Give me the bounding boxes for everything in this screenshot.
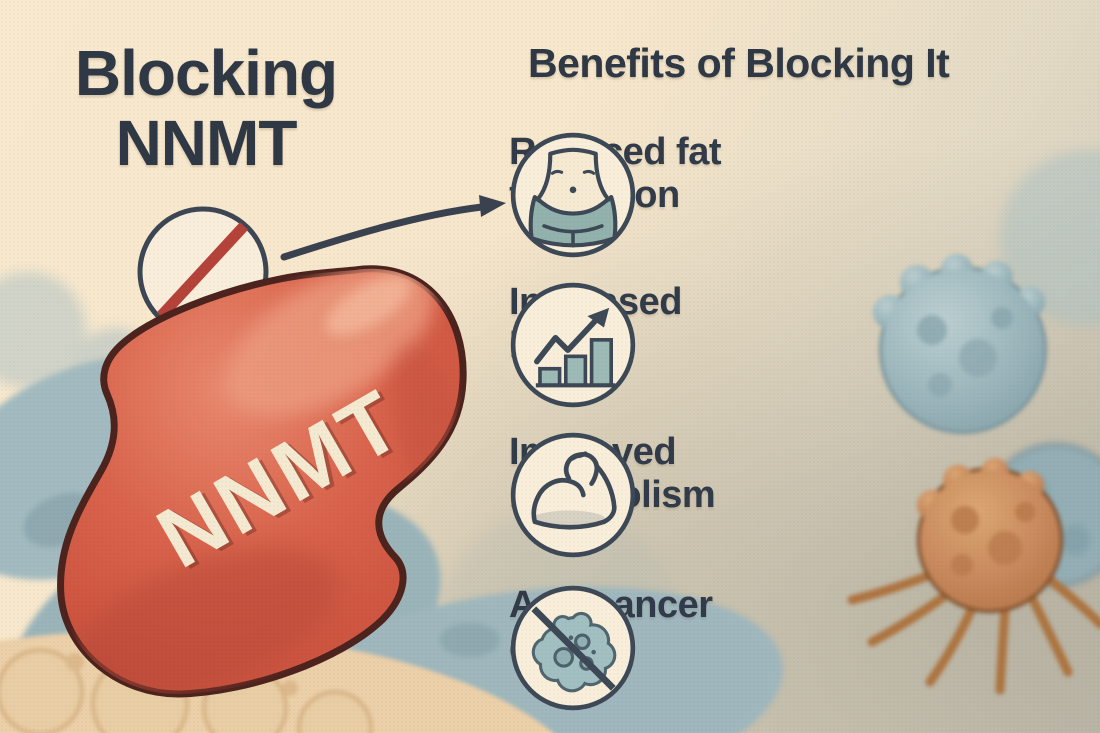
bar-chart-icon: [510, 282, 636, 408]
right-cancer-cells: [847, 254, 1100, 695]
belly-icon: [510, 132, 636, 258]
benefits-title: Benefits of Blocking It: [528, 40, 950, 86]
benefit-row-improved-metabolism: Improved metabolism: [509, 431, 716, 558]
cancer-cell-blue: [873, 254, 1047, 434]
benefit-row-anti-cancer: Anti-cancer effects: [509, 584, 713, 711]
curved-arrow-icon: [280, 195, 506, 261]
no-cancer-cell-icon: [510, 585, 636, 711]
bicep-icon: [510, 432, 636, 558]
benefit-row-reduced-fat: Reduced fat formation: [509, 131, 721, 258]
nnmt-enzyme-blob: NNMT NNMT: [52, 232, 487, 731]
title-line-1: Blocking: [74, 37, 338, 109]
cancer-cell-orange: [847, 458, 1100, 695]
page-title-blocking-nnmt: Blocking NNMT: [28, 38, 384, 179]
title-line-2: NNMT: [115, 107, 298, 180]
benefit-row-increased-nad: Increased NAD⁺: [509, 281, 682, 408]
